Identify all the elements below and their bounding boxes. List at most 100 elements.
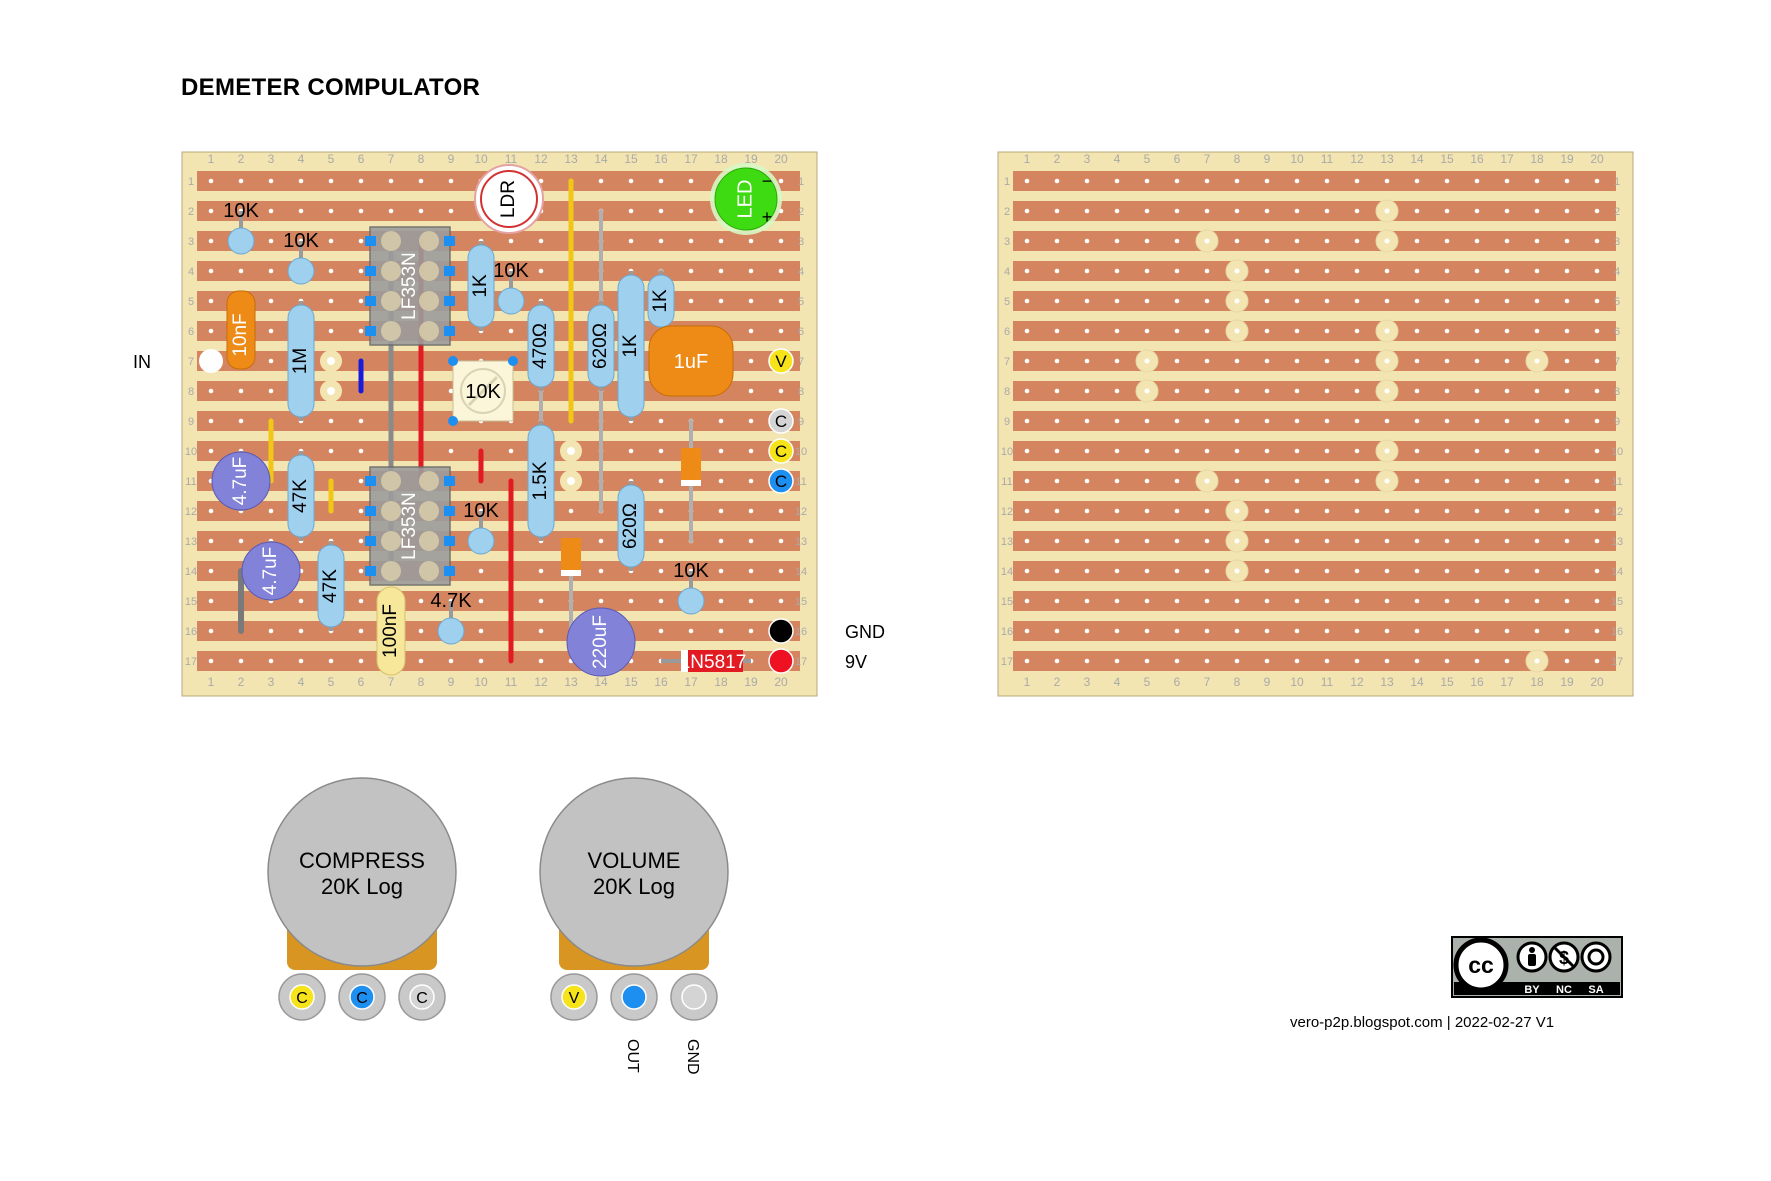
back-hole (1504, 628, 1510, 634)
back-copper-strip (1013, 621, 1616, 641)
back-hole (1114, 658, 1120, 664)
back-hole (1594, 178, 1600, 184)
connector-c (768, 468, 794, 494)
back-hole (1564, 268, 1570, 274)
resistor: 1K (617, 271, 645, 421)
back-hole (1024, 208, 1030, 214)
back-hole (1264, 538, 1270, 544)
back-copper-strip (1013, 381, 1616, 401)
back-hole (1594, 598, 1600, 604)
back-hole (1564, 178, 1570, 184)
back-hole (1234, 448, 1240, 454)
axial-cap-band (681, 480, 701, 486)
back-hole (1204, 298, 1210, 304)
back-row-label-right: 9 (1614, 416, 1620, 428)
resistor-label: 1K (470, 274, 491, 298)
trimmer-pin (508, 356, 518, 366)
resistor-label: 10K (283, 230, 319, 252)
back-hole (1264, 298, 1270, 304)
front-col-label-top: 11 (505, 152, 518, 166)
track-cut-hole (1384, 448, 1390, 454)
back-hole (1264, 568, 1270, 574)
back-hole (1564, 448, 1570, 454)
track-cut-hole (1384, 328, 1390, 334)
back-row-label-left: 14 (1001, 566, 1013, 578)
front-hole (598, 538, 604, 544)
back-hole (1024, 508, 1030, 514)
back-row-label-right: 11 (1611, 476, 1622, 488)
resistor-label: 10K (223, 200, 259, 222)
front-hole (268, 628, 274, 634)
back-hole (1594, 388, 1600, 394)
back-hole (1384, 658, 1390, 664)
back-hole (1414, 238, 1420, 244)
back-hole (1444, 418, 1450, 424)
back-hole (1294, 418, 1300, 424)
back-hole (1414, 658, 1420, 664)
back-hole (1444, 388, 1450, 394)
back-hole (1504, 208, 1510, 214)
front-row-label-right: 6 (798, 326, 804, 338)
resistor: 620Ω (587, 301, 615, 391)
back-col-label-bottom: 19 (1560, 675, 1574, 689)
back-hole (1534, 568, 1540, 574)
back-copper-strip (1013, 501, 1616, 521)
back-hole (1444, 568, 1450, 574)
ecap-body (566, 607, 636, 677)
back-copper-strip (1013, 591, 1616, 611)
front-hole (778, 238, 784, 244)
back-hole (1114, 538, 1120, 544)
back-hole (1594, 298, 1600, 304)
front-copper-strip (197, 441, 800, 461)
front-hole (748, 478, 754, 484)
back-hole (1594, 568, 1600, 574)
back-hole (1564, 208, 1570, 214)
back-copper-strip (1013, 411, 1616, 431)
front-row-label-right: 13 (795, 536, 807, 548)
front-col-label-bottom: 3 (268, 675, 275, 689)
front-hole (688, 208, 694, 214)
back-hole (1264, 388, 1270, 394)
back-hole (1114, 418, 1120, 424)
front-hole (748, 358, 754, 364)
back-col-label-bottom: 9 (1264, 675, 1271, 689)
front-hole (358, 568, 364, 574)
label-gnd: GND (845, 622, 885, 642)
back-col-label-bottom: 4 (1114, 675, 1121, 689)
front-row-label-left: 16 (185, 626, 197, 638)
front-hole (328, 268, 334, 274)
back-hole (1234, 208, 1240, 214)
back-hole (1024, 448, 1030, 454)
back-hole (1294, 268, 1300, 274)
ecap-label: 220uF (590, 615, 611, 669)
back-hole (1024, 598, 1030, 604)
pot-pin-function: GND (684, 1039, 701, 1075)
front-hole (778, 298, 784, 304)
back-row-label-right: 1 (1614, 176, 1620, 188)
pot-pin-letter: C (416, 990, 428, 1007)
connector-9v (768, 648, 794, 674)
front-hole (358, 298, 364, 304)
front-hole (538, 178, 544, 184)
back-hole (1264, 268, 1270, 274)
back-hole (1204, 208, 1210, 214)
back-hole (1264, 238, 1270, 244)
back-hole (1564, 538, 1570, 544)
back-hole (1564, 238, 1570, 244)
back-row-label-right: 13 (1611, 536, 1623, 548)
back-hole (1114, 628, 1120, 634)
front-hole (538, 568, 544, 574)
pot-pin-marker (349, 984, 375, 1010)
ecap-body (211, 451, 271, 511)
back-hole (1594, 628, 1600, 634)
resistor: 10K (493, 260, 529, 315)
back-hole (1594, 478, 1600, 484)
back-row-label-left: 17 (1001, 656, 1013, 668)
back-hole (1144, 238, 1150, 244)
trimmer-label: 10K (465, 381, 501, 403)
back-hole (1054, 478, 1060, 484)
back-hole (1294, 358, 1300, 364)
back-hole (1144, 298, 1150, 304)
front-col-label-top: 7 (388, 152, 395, 166)
front-hole (208, 328, 214, 334)
